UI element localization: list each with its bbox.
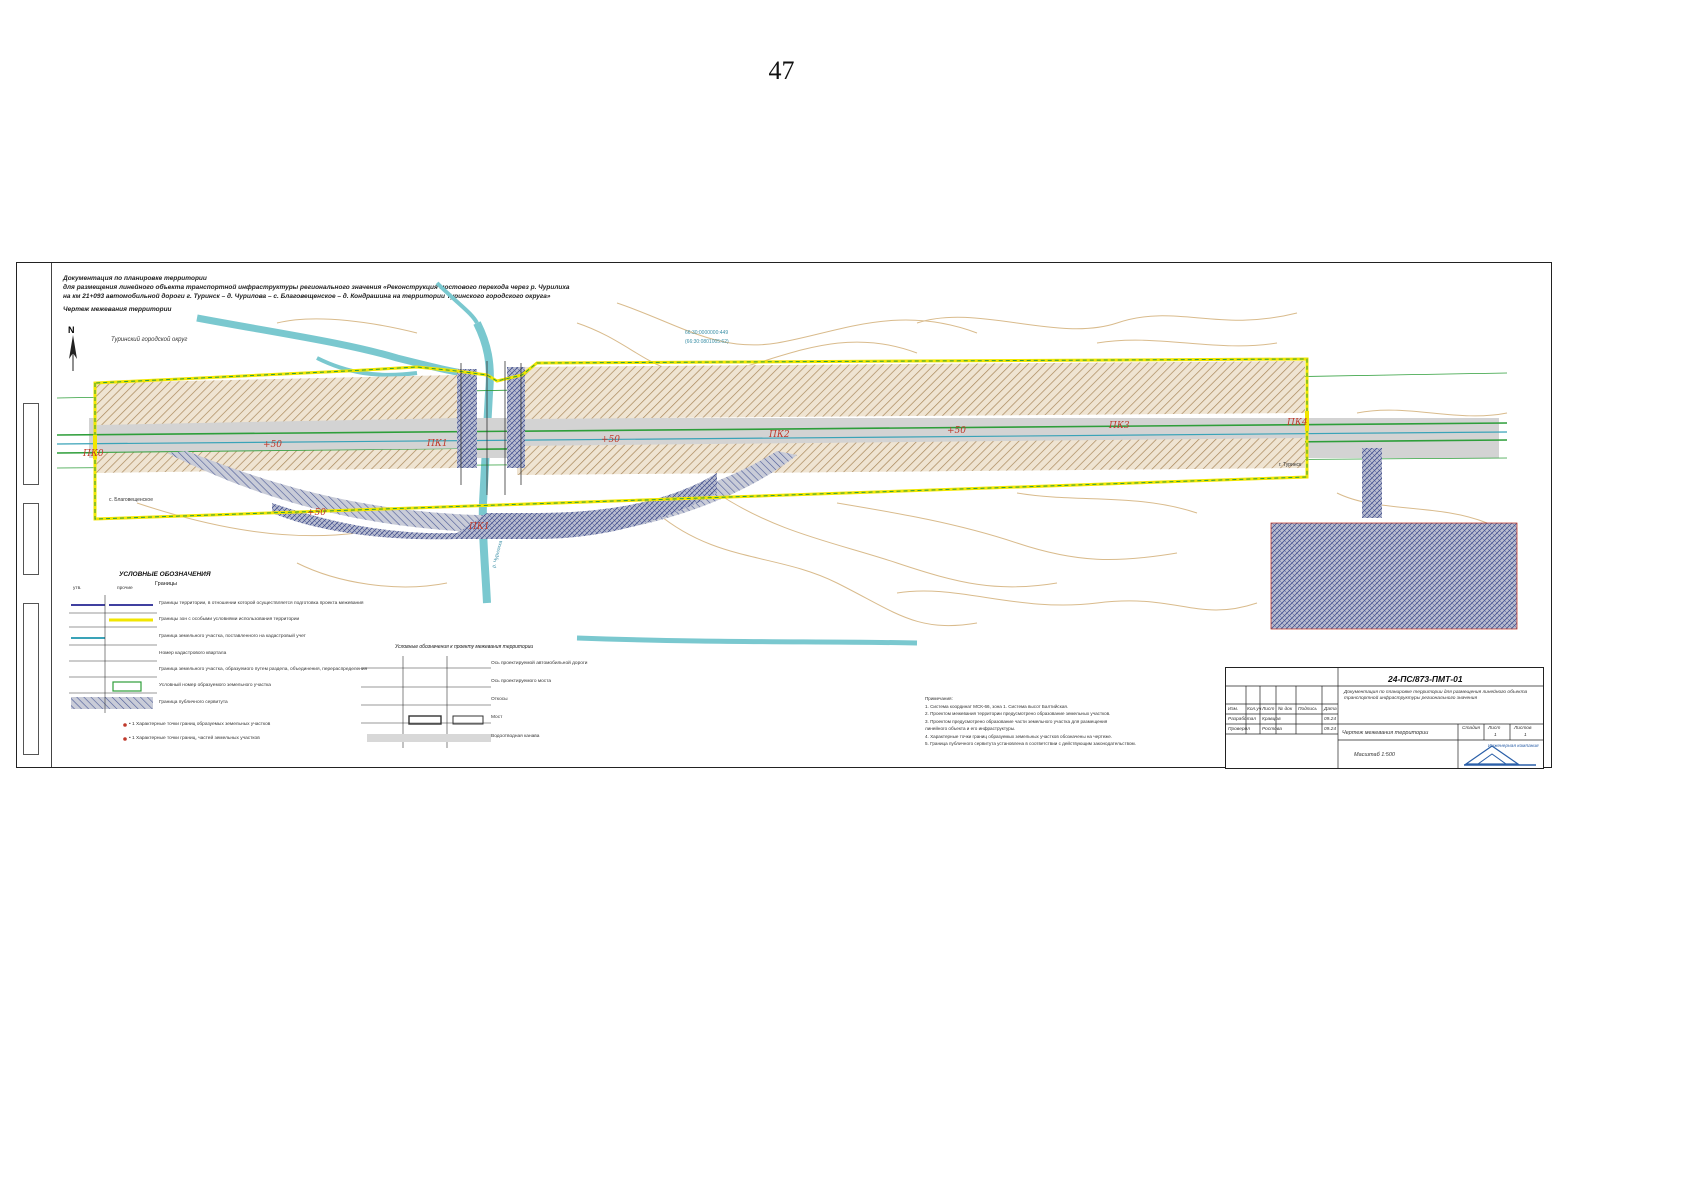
- legend-col-2: прочие: [117, 586, 133, 591]
- header-line-2: для размещения линейного объекта транспо…: [63, 284, 570, 291]
- notes-line: линейного объекта и его инфраструктуры.: [925, 726, 1016, 731]
- side-picket: ПК1: [468, 522, 490, 532]
- strip-box: [23, 503, 39, 575]
- stamp-person-date: 09.24: [1324, 727, 1337, 732]
- legend-item: Граница земельного участка, поставленног…: [159, 634, 306, 639]
- hatched-zones: [95, 361, 1518, 630]
- strip-box: [23, 603, 39, 755]
- legend-item: Граница публичного сервитута: [159, 700, 228, 705]
- terrain-contours: [136, 302, 1508, 627]
- stamp-role: № док: [1278, 707, 1293, 712]
- stamp-description: Документация по планировке территории дл…: [1344, 690, 1528, 701]
- sheets-value: 1: [1524, 733, 1527, 738]
- page-number: 47: [768, 56, 795, 85]
- picket-pk2: ПК2: [768, 430, 790, 440]
- direction-left-label: с. Благовещенское: [109, 497, 153, 503]
- notes-line: 4. Характерные точки границ образуемых з…: [925, 733, 1113, 739]
- scale-label: Масштаб 1:500: [1354, 752, 1395, 758]
- legend-item: Границы зон с особыми условиями использо…: [159, 617, 300, 622]
- table2-row: Ось проектируемого моста: [491, 679, 552, 684]
- legend-title: УСЛОВНЫЕ ОБОЗНАЧЕНИЯ: [119, 571, 211, 578]
- header-line-4: Чертеж межевания территории: [63, 306, 172, 313]
- stamp-role: Дата: [1324, 707, 1337, 712]
- legend-item: Граница земельного участка, образуемого …: [159, 667, 368, 672]
- notes-title: Примечания:: [925, 696, 953, 701]
- picket-pk1: ПК1: [426, 439, 448, 449]
- north-label: N: [68, 325, 75, 335]
- table2-row: Ось проектируемой автомобильной дороги: [491, 661, 588, 666]
- company-logo-icon: [1464, 745, 1536, 766]
- legend-swatches: [69, 595, 157, 741]
- stamp-person-name: Кравцов: [1262, 717, 1281, 722]
- bridge: [460, 361, 522, 495]
- table2-row: Откосы: [491, 697, 508, 702]
- company-name: Инженерная компания: [1488, 744, 1539, 749]
- river-label: р. Чурилиха: [491, 540, 504, 569]
- strip-box: [23, 403, 39, 485]
- title-block-grid: [1226, 668, 1543, 768]
- picket-plus-2: +50: [601, 435, 620, 445]
- sheet-title: Чертеж межевания территории: [1342, 730, 1429, 736]
- picket-pk0: ПК0: [82, 449, 104, 459]
- table2-row: Мост: [491, 715, 503, 720]
- picket-pk4: ПК4: [1286, 418, 1308, 428]
- notes-line: 5. Граница публичного сервитута установл…: [925, 741, 1136, 746]
- notes: Примечания: 1. Система координат МСК-66,…: [925, 695, 1195, 748]
- map-canvas: N Туринский городской округ 66:30:000000…: [56, 281, 1518, 748]
- legend-item: Границы территории, в отношении которой …: [159, 601, 364, 606]
- header-line-3: на км 21+093 автомобильной дороги г. Тур…: [63, 293, 551, 300]
- document-code: 24-ПС/873-ПМТ-01: [1388, 674, 1463, 684]
- header-line-1: Документация по планировке территории: [63, 275, 207, 282]
- legend-points-2: • 1 Характерные точки границ, частей зем…: [129, 736, 260, 741]
- stamp-role: Подпись: [1298, 707, 1318, 712]
- sheet-label: Лист: [1488, 726, 1501, 731]
- sheet-value: 1: [1494, 733, 1497, 738]
- notes-line: 2. Проектом межевания территории предусм…: [925, 711, 1111, 716]
- legend-points-1: • 1 Характерные точки границ образуемых …: [129, 722, 271, 727]
- stamp-role: Лист: [1262, 707, 1275, 712]
- legend-subtitle: Границы: [155, 581, 177, 587]
- drawing-sheet: Документация по планировке территории дл…: [16, 262, 1552, 769]
- margin-strip: [17, 263, 52, 767]
- stamp-role: Кол.уч: [1247, 707, 1262, 712]
- picket-plus-1: +50: [263, 440, 282, 450]
- picket-plus-3: +50: [947, 426, 966, 436]
- stamp-person-role: Проверил: [1228, 727, 1250, 732]
- project-boundary: [93, 357, 1309, 521]
- legend-item: Номер кадастрового квартала: [159, 651, 227, 656]
- region-label: Туринский городской округ: [111, 336, 187, 343]
- legend-col-1: утв.: [73, 586, 82, 591]
- notes-line: 3. Проектом предусмотрено образование ча…: [925, 718, 1108, 724]
- table2-row: Водоотводная канава: [491, 734, 540, 739]
- stamp-person-role: Разработал: [1228, 717, 1256, 722]
- stamp-person-name: Ростова: [1262, 727, 1282, 732]
- picket-pk3: ПК3: [1108, 421, 1130, 431]
- table2-title: Условные обозначения к проекту межевания…: [395, 644, 534, 650]
- table2-grid: [361, 656, 491, 748]
- direction-right-label: г. Туринск: [1279, 462, 1302, 468]
- legend-item: Условный номер образуемого земельного уч…: [159, 683, 271, 688]
- stamp-person-date: 09.24: [1324, 717, 1337, 722]
- stamp-role: Изм.: [1228, 707, 1239, 712]
- cadastral-top-2: (66:30:0801005:62): [685, 339, 729, 345]
- sheets-label: Листов: [1514, 726, 1532, 731]
- stage-label: Стадия: [1462, 726, 1480, 731]
- north-arrow-icon: [69, 335, 77, 371]
- cadastral-top: 66:30:0000000:449: [685, 330, 728, 336]
- title-block: 24-ПС/873-ПМТ-01 Документация по планиро…: [1225, 667, 1544, 769]
- picket-plus-4: +50: [307, 508, 326, 518]
- notes-line: 1. Система координат МСК-66, зона 1. Сис…: [925, 703, 1069, 709]
